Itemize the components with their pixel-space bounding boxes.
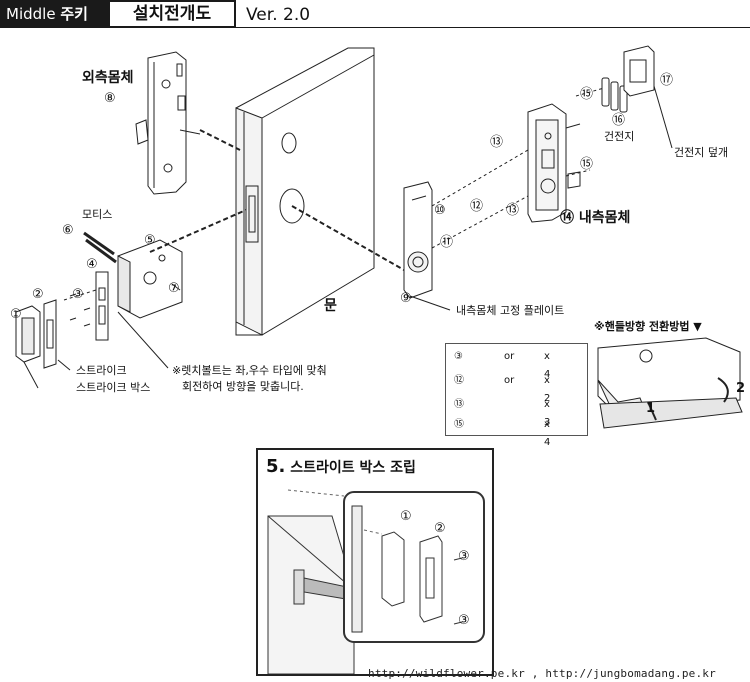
part-9: ⑨ (400, 291, 412, 306)
handle-step-1: 1 (646, 401, 656, 416)
part-10: ⑩ (434, 203, 446, 218)
screw-num: ⑬ (454, 399, 464, 410)
plate-label: 내측몸체 고정 플레이트 (456, 304, 565, 317)
latch-note-line1: ※렛치볼트는 좌,우수 타입에 맞춰 (172, 364, 327, 377)
screw-num: ⑮ (454, 419, 464, 430)
part-13a: ⑬ (490, 135, 504, 150)
door-drawing (235, 47, 375, 336)
section5-part-1: ① (400, 509, 412, 524)
battery-label: 건전지 (604, 130, 635, 143)
header-rule (236, 27, 750, 28)
battery-cover-label: 건전지 덮개 (674, 146, 729, 159)
faceplate-drawing (95, 271, 109, 341)
screw-qty: x 4 (544, 351, 551, 380)
footer-urls: http://wildflower.pe.kr , http://jungbom… (368, 667, 716, 680)
handle-note-label: ※핸들방향 전환방법 ▼ (594, 320, 702, 333)
part-13b: ⑬ (506, 203, 520, 218)
strike-box-detail (267, 489, 485, 674)
screw-row: ③ or x 4 (454, 348, 550, 380)
series-bold-label: 주키 (60, 5, 88, 23)
part-15a: ⑮ (580, 87, 594, 102)
part-11: ⑪ (440, 235, 454, 250)
inner-body-text: 내측몸체 (578, 210, 631, 226)
header: Middle 주키 설치전개도 Ver. 2.0 (0, 0, 750, 30)
part-17: ⑰ (660, 73, 674, 88)
door-label: 문 (324, 298, 337, 314)
screw-qty: x 2 (544, 375, 551, 404)
section5-panel: 5. 스트라이트 박스 조립 ① ② ③ ③ (256, 448, 494, 676)
section5-title: 5. 스트라이트 박스 조립 (266, 458, 416, 476)
part-3: ③ (72, 287, 84, 302)
part-5: ⑤ (144, 233, 156, 248)
mounting-plate-drawing (403, 181, 433, 299)
part-14: ⑭ (560, 210, 574, 226)
screw-num: ③ (454, 351, 463, 362)
screw-num: ⑫ (454, 375, 464, 386)
strike-label: 스트라이크 (76, 364, 127, 377)
screw-row: ⑬ x 3 (454, 396, 550, 428)
part-6: ⑥ (62, 223, 74, 238)
version-label: Ver. 2.0 (246, 5, 311, 25)
mortise-drawing (83, 231, 183, 319)
screw-row: ⑮ x 4 (454, 416, 550, 448)
latch-note-line2: 회전하여 방향을 맞춥니다. (182, 380, 304, 393)
section5-title-text: 스트라이트 박스 조립 (290, 460, 416, 476)
screw-table: ③ or x 4 ⑫ or x 2 ⑬ x 3 ⑮ x 4 (445, 343, 588, 448)
part-15b: ⑮ (580, 157, 594, 172)
section5-number: 5. (266, 456, 286, 477)
handle-step-2: 2 (736, 381, 746, 396)
screw-row: ⑫ or x 2 (454, 372, 550, 404)
part-2: ② (32, 287, 44, 302)
part-7: ⑦ (168, 281, 180, 296)
inner-body-label: ⑭ 내측몸체 (560, 210, 631, 226)
series-badge: Middle 주키 (0, 0, 108, 28)
part-4: ④ (86, 257, 98, 272)
part-16: ⑯ (612, 113, 626, 128)
section5-part-2: ② (434, 521, 446, 536)
inner-body-drawing (527, 103, 581, 223)
screw-or: or (504, 375, 515, 386)
handle-change-drawing (597, 337, 743, 429)
screw-or: or (504, 351, 515, 362)
section5-part-3b: ③ (458, 613, 470, 628)
series-label: Middle (6, 5, 56, 23)
outer-body-label: 외측몸체 (82, 70, 134, 86)
mortise-label: 모티스 (82, 208, 113, 221)
part-12: ⑫ (470, 199, 484, 214)
screw-qty: x 4 (544, 419, 551, 448)
outer-body-drawing (135, 51, 201, 195)
screw-qty: x 3 (544, 399, 551, 428)
strike-box-label: 스트라이크 박스 (76, 381, 151, 394)
strike-drawing (15, 293, 91, 369)
page-title: 설치전개도 (108, 0, 236, 28)
section5-part-3a: ③ (458, 549, 470, 564)
part-1: ① (10, 307, 22, 322)
part-8: ⑧ (104, 91, 116, 106)
battery-drawing (601, 45, 655, 113)
